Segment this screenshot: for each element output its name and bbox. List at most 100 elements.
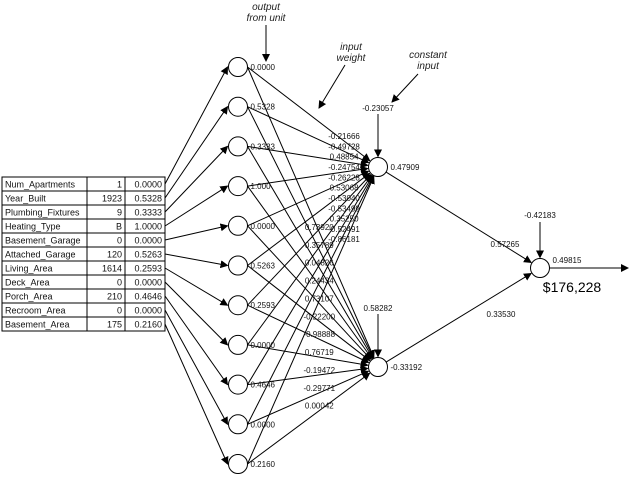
input-node-output: 0.0000 [251,341,276,350]
input-layer: 0.00000.53280.33331.0000.00000.52630.259… [228,57,276,474]
table-to-input-edge [164,145,229,213]
input-node: 0.5328 [228,96,276,117]
annotation-weight-arrow [318,64,346,109]
predicted-price: $176,228 [543,279,602,295]
input-node-circle [228,96,248,117]
input-node: 0.0000 [228,414,276,435]
connection-weight-label: -0.86181 [328,235,360,244]
input-to-hidden-edge [247,170,370,227]
input-to-hidden-edge [247,174,373,346]
input-node-circle [228,57,248,77]
input-node-output: 0.0000 [251,222,276,231]
input-node: 1.000 [228,176,271,197]
connection-weight-label: -0.19472 [303,366,335,375]
input-raw-value: 210 [107,292,122,302]
annotation-constant-line2: input [417,61,440,72]
annotation-constant-arrow [391,73,419,103]
processing-units: 0.47909 -0.23057 -0.33192 0.58282 0.49815-0.… [362,104,601,377]
table-to-input-edge [164,185,229,227]
table-to-input-edge [164,223,229,241]
input-table-row: Year_Built 1923 0.5328 [5,194,162,204]
input-to-hidden-edge [247,344,369,369]
hidden-unit: 0.47909 -0.23057 [362,104,420,177]
input-variable-name: Porch_Area [5,292,53,302]
connection-weight-label: -0.53040 [328,194,360,203]
input-node-circle [228,136,248,157]
annotation-constant-line1: constant [409,50,448,61]
hidden-unit-circle [368,357,388,377]
input-variable-name: Year_Built [5,194,46,204]
input-node-output: 0.5328 [251,103,276,112]
connection-weight-label: 0.48854 [330,153,359,162]
annotation-weight-line1: input [340,42,363,53]
connection-weight-label: 0.00042 [305,402,334,411]
input-node: 0.5263 [228,255,276,276]
input-node-output: 0.0000 [251,63,276,72]
input-normalized-value: 0.2160 [134,320,162,330]
input-node-output: 0.0000 [251,420,276,429]
input-raw-value: 1923 [102,194,122,204]
input-node-output: 0.4646 [251,381,276,390]
input-to-hidden-edge [247,165,369,187]
input-to-hidden-edge [247,265,371,362]
input-to-hidden-edge [247,185,373,360]
connection-weight-label: -0.53499 [328,204,360,213]
table-to-input-edge [164,281,229,346]
input-variable-name: Num_Apartments [5,180,76,190]
input-normalized-value: 0.3333 [134,208,162,218]
connection-weight-label: 0.73107 [305,294,334,303]
weight-labels: -0.21666-0.497280.48854-0.24754-0.262280… [303,132,520,411]
input-node-circle [228,295,248,316]
table-to-input-edge [164,295,229,386]
table-to-input-edge [164,105,229,199]
connection-weight-label: -0.49728 [328,142,360,151]
connection-weight-label: -0.98888 [303,330,335,339]
input-normalized-value: 1.0000 [134,222,162,232]
input-variable-name: Living_Area [5,264,53,274]
input-to-hidden-edge [247,365,369,386]
annotation-input-weight: input weight [318,42,367,109]
input-node: 0.0000 [228,215,276,236]
input-to-hidden-edge [247,146,374,359]
input-node-circle [228,215,248,236]
input-normalized-value: 0.0000 [134,236,162,246]
hidden-unit: -0.33192 0.58282 [364,304,423,377]
input-normalized-value: 0.5328 [134,194,162,204]
input-to-hidden-edge [247,370,370,425]
connections [164,66,629,465]
connection-weight-label: -0.29771 [303,384,335,393]
connection-weight-label: 0.35250 [330,215,359,224]
hidden-constant-weight: 0.58282 [364,304,393,313]
input-to-hidden-edge [247,173,372,306]
input-node-circle [228,374,248,395]
input-node-circle [228,255,248,276]
input-normalized-value: 0.0000 [134,180,162,190]
input-to-hidden-edge [247,225,372,361]
annotation-output-line1: output [252,2,281,13]
input-to-hidden-edge [247,66,371,162]
connection-weight-label: 0.76719 [305,348,334,357]
input-node-output: 0.2160 [251,460,276,469]
input-node-output: 0.5263 [251,262,276,271]
hidden-constant-weight: -0.23057 [362,104,394,113]
hidden-unit-output: 0.47909 [391,163,420,172]
connection-weight-label: 0.57265 [491,240,520,249]
annotation-constant-input: constant input [391,50,448,103]
input-node: 0.0000 [228,57,276,77]
input-table-border [1,176,166,332]
output-unit: 0.49815-0.42183$176,228 [524,211,601,295]
input-variable-name: Basement_Garage [5,236,81,246]
hidden-unit-output: -0.33192 [391,363,423,372]
input-normalized-value: 0.2593 [134,264,162,274]
annotation-output-line2: from unit [247,13,287,24]
input-node-circle [228,334,248,355]
input-normalized-value: 0.0000 [134,278,162,288]
connection-weight-label: -0.52491 [328,225,360,234]
hidden-unit-circle [368,157,388,177]
table-to-input-edge [164,267,229,306]
